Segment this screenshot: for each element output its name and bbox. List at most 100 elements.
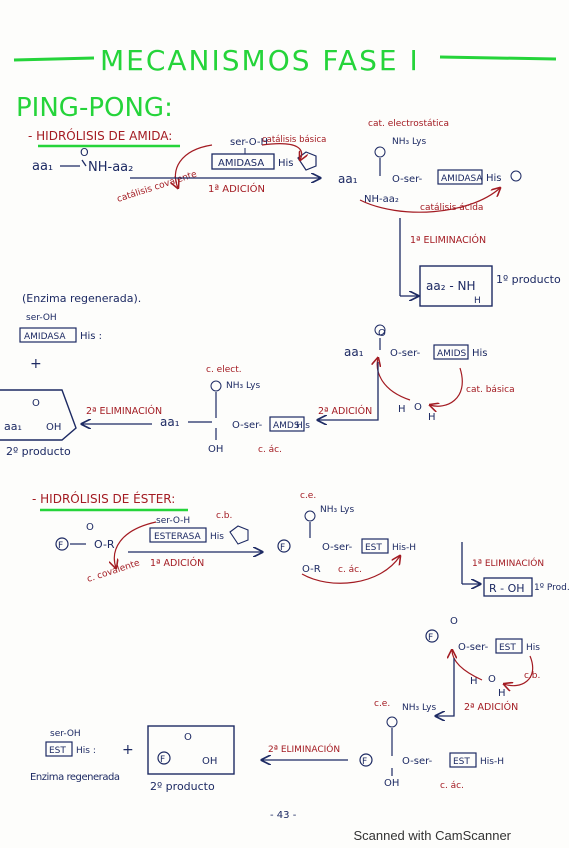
regen-enzyme-label: AMIDASA xyxy=(24,332,66,342)
cat-electrostatica-label: cat. electrostática xyxy=(368,119,449,129)
ester-product1-caption: 1º Prod. xyxy=(534,583,569,593)
regen-ser: ser-OH xyxy=(26,313,57,323)
ester-product2-caption: 2º producto xyxy=(150,780,215,793)
amide-elim2-label: 2ª ELIMINACIÓN xyxy=(86,405,162,417)
water-o: O xyxy=(414,402,422,413)
tet1-enzyme-label: AMIDASA xyxy=(441,174,483,184)
acyl-ser: O-ser- xyxy=(390,348,421,359)
cat-acida-label: catálisis ácida xyxy=(420,203,483,213)
amide-subheading: - HIDRÓLISIS DE AMIDA: xyxy=(28,128,172,143)
acyl-carbonyl-o: O xyxy=(378,328,386,339)
ester-ce2-label: c.e. xyxy=(374,699,390,709)
ester-product2-box xyxy=(147,725,235,775)
tet2-c-ac: c. ác. xyxy=(258,445,282,455)
regen-plus: + xyxy=(30,356,42,372)
tet1-enzyme-box xyxy=(437,169,483,185)
amide-add1-label: 1ª ADICIÓN xyxy=(208,182,265,195)
product2-aa1: aa₁ xyxy=(4,420,22,433)
ester-c-covalente-label: c. covalente xyxy=(86,558,142,585)
product1-h: H xyxy=(474,296,481,306)
title-rule-right xyxy=(439,55,557,61)
ester-ser-oh: ser-O-H xyxy=(156,516,190,526)
ester-tet-or: O-R xyxy=(302,564,321,575)
tet2-his: His xyxy=(296,421,310,431)
ester-water-h2: H xyxy=(498,688,506,699)
product2-box xyxy=(0,389,77,441)
ester-add1-label: 1ª ADICIÓN xyxy=(150,557,204,569)
regen-his: His : xyxy=(80,331,102,342)
ester-c-ac-label: c. ác. xyxy=(338,565,362,575)
ester-tet-f: F xyxy=(280,543,285,553)
tet1-nh: NH-aa₂ xyxy=(364,194,399,205)
regen-enzyme-box xyxy=(19,327,77,343)
amide-substrate-nh: NH-aa₂ xyxy=(88,160,133,175)
ester-product2-oh: OH xyxy=(202,756,217,767)
tet1-his: His xyxy=(486,173,502,184)
product1-caption: 1º producto xyxy=(496,273,561,286)
ester-product2-f: F xyxy=(160,755,165,765)
amidasa-box-label: AMIDASA xyxy=(218,158,264,169)
ester-substrate-or: O-R xyxy=(94,538,115,551)
ester-product2-o: O xyxy=(184,732,192,743)
tet2-ser: O-ser- xyxy=(232,420,263,431)
product2-carbonyl-o: O xyxy=(32,398,40,409)
tet1-ser: O-ser- xyxy=(392,174,423,185)
product2-oh: OH xyxy=(46,422,61,433)
ester-cb2-label: c.b. xyxy=(524,671,540,681)
ester-tet-enzyme-box xyxy=(361,538,389,554)
product2-caption: 2º producto xyxy=(6,445,71,458)
page-title: MECANISMOS FASE I xyxy=(100,44,420,77)
tet2-oh: OH xyxy=(208,444,223,455)
ester-water-o: O xyxy=(488,674,496,685)
product1-formula: aa₂ - NH xyxy=(426,279,475,293)
ester-acyl-enzyme-label: EST xyxy=(499,643,516,653)
ester-acyl-enzyme-box xyxy=(495,638,523,654)
cat-basica-label: catálisis básica xyxy=(262,135,326,145)
amide-elim1-label: 1ª ELIMINACIÓN xyxy=(410,234,486,246)
pingpong-heading: PING-PONG: xyxy=(16,93,173,123)
amide-add2-arrow xyxy=(318,362,379,420)
regen-label: (Enzima regenerada). xyxy=(22,292,141,305)
ester-tet2-ser: O-ser- xyxy=(402,756,433,767)
tet2-enzyme-box xyxy=(269,416,305,432)
tet2-aa1: aa₁ xyxy=(160,415,180,429)
ester-add2-label: 2ª ADICIÓN xyxy=(464,701,518,713)
ester-product1-box xyxy=(483,577,533,597)
esterasa-box-label: ESTERASA xyxy=(154,532,202,542)
water-h2: H xyxy=(428,412,436,423)
ester-regen-enzyme-box xyxy=(45,741,73,757)
title-rule-left xyxy=(13,56,95,62)
product1-box xyxy=(419,265,493,307)
tet1-aa1: aa₁ xyxy=(338,172,358,186)
ester-tet-ser: O-ser- xyxy=(322,542,353,553)
ester-elim1-label: 1ª ELIMINACIÓN xyxy=(472,557,544,569)
c-elect-label: c. elect. xyxy=(206,365,242,375)
ester-regen-caption: Enzima regenerada xyxy=(30,772,120,783)
tet2-enzyme-label: AMDS xyxy=(273,421,300,431)
acyl-enzyme-box xyxy=(433,344,469,360)
ester-acyl-ser: O-ser- xyxy=(458,642,489,653)
amide-substrate-aa1: aa₁ xyxy=(32,159,53,174)
ester-regen-ser: ser-OH xyxy=(50,729,81,739)
amide-carbonyl-o: O xyxy=(80,146,89,159)
ester-tet-enzyme-label: EST xyxy=(365,543,382,553)
ester-acyl-f: F xyxy=(428,633,433,643)
amide-his: His xyxy=(278,158,294,169)
esterasa-box xyxy=(149,527,207,543)
acyl-enzyme-label: AMIDS xyxy=(437,349,467,359)
ester-regen-his: His : xyxy=(76,746,96,756)
ester-elim2-label: 2ª ELIMINACIÓN xyxy=(268,743,340,755)
amide-add2-label: 2ª ADICIÓN xyxy=(318,405,372,417)
ester-carbonyl-o: O xyxy=(86,522,94,533)
ester-subheading: - HIDRÓLISIS DE ÉSTER: xyxy=(32,491,175,506)
ester-tet2-f: F xyxy=(362,757,367,767)
cat-basica2-label: cat. básica xyxy=(466,385,515,395)
ester-lys2: NH₃ Lys xyxy=(402,703,436,713)
ester-regen-enzyme-label: EST xyxy=(49,746,66,756)
ester-regen-plus: + xyxy=(122,742,134,758)
ester-tet2-enzyme-box xyxy=(449,752,477,768)
ester-ce-label: c.e. xyxy=(300,491,316,501)
scanner-watermark: Scanned with CamScanner xyxy=(353,828,511,843)
ester-substrate-f: F xyxy=(58,541,63,551)
